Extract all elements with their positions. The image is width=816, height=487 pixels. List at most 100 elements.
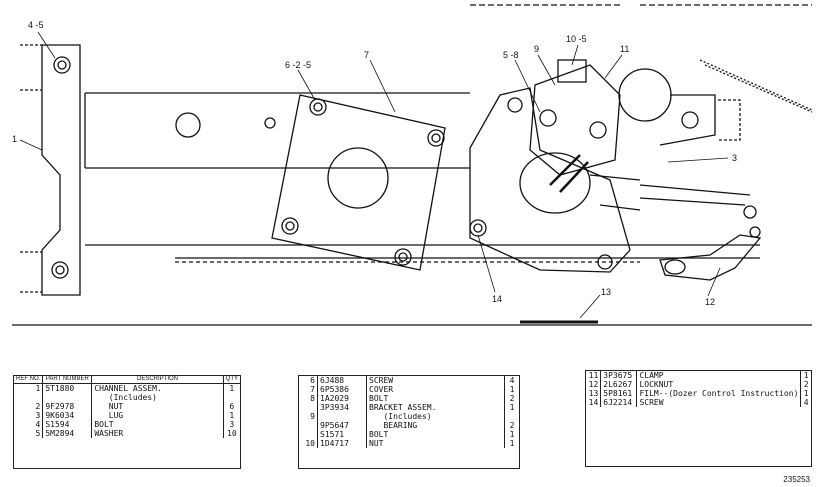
callout-5-8: 5 -8 [503, 50, 519, 60]
cell-desc: NUT [366, 439, 505, 448]
cell-desc: BRACKET ASSEM. [366, 403, 505, 412]
cell-qty: 2 [509, 394, 515, 403]
cell-qty: 1 [509, 439, 515, 448]
cell-qty: 1 [229, 411, 235, 420]
cell-qty: 4 [509, 376, 515, 385]
cell-part: 1D4717 [317, 439, 367, 448]
lever [659, 234, 762, 281]
cell-desc: SCREW [366, 376, 505, 385]
cell-qty: 1 [803, 389, 809, 398]
cell-qty: 1 [803, 371, 809, 380]
cell-ref: 14 [586, 398, 602, 407]
callout-9: 9 [534, 44, 539, 54]
cell-qty: 1 [509, 403, 515, 412]
drawing-number: 235253 [783, 475, 810, 484]
callout-3: 3 [732, 153, 737, 163]
cell-desc: FILM--(Dozer Control Instruction) [636, 389, 802, 398]
cell-part: 9K6034 [42, 411, 93, 420]
cell-ref: 10 [299, 439, 318, 448]
cell-ref: 6 [299, 376, 318, 385]
cell-ref: 11 [586, 371, 602, 380]
cell-desc: LUG [91, 411, 224, 420]
cell-part: 6J2214 [600, 398, 638, 407]
callout-4-5: 4 -5 [28, 20, 44, 30]
cell-part [42, 393, 93, 402]
cell-ref [299, 403, 318, 412]
cell-desc: BEARING [366, 421, 505, 430]
cell-ref [299, 421, 318, 430]
cell-part: 9P5647 [317, 421, 367, 430]
callout-7: 7 [364, 50, 369, 60]
cell-part: 1A2029 [317, 394, 367, 403]
header-part: PART NUMBER [42, 376, 93, 384]
cell-ref: 8 [299, 394, 318, 403]
cell-desc: LOCKNUT [636, 380, 802, 389]
callout-13: 13 [601, 287, 611, 297]
cell-part: 9F2978 [42, 402, 93, 411]
cell-ref: 4 [14, 420, 44, 429]
cell-part [317, 412, 367, 421]
cell-part: S1571 [317, 430, 367, 439]
cell-qty [505, 412, 520, 421]
callout-1: 1 [12, 134, 17, 144]
cell-desc: (Includes) [91, 393, 224, 402]
cell-desc: BOLT [366, 394, 505, 403]
cell-ref: 5 [14, 429, 44, 438]
cell-part: S1594 [42, 420, 93, 429]
cell-part: 6J488 [317, 376, 367, 385]
channel-lower-line [85, 244, 760, 259]
table-row: (Includes) [14, 393, 240, 402]
cell-desc: CLAMP [636, 371, 802, 380]
cell-part: 3P3934 [317, 403, 367, 412]
cell-ref: 1 [14, 383, 44, 393]
bracket-assembly [469, 87, 631, 273]
cell-qty: 2 [803, 380, 809, 389]
cell-part: 5T1880 [42, 383, 93, 393]
cell-ref: 2 [14, 402, 44, 411]
cell-qty: 10 [227, 429, 237, 438]
callout-11: 11 [620, 44, 629, 54]
cell-part: 5M2894 [42, 429, 93, 438]
parts-diagram: 4 -5 1 6 -2 -5 7 5 -8 9 10 -5 11 3 14 13… [12, 4, 813, 326]
cell-desc: COVER [366, 385, 505, 394]
header-qty: QTY [223, 376, 240, 384]
cell-qty: 3 [229, 420, 235, 429]
header-desc: DESCRIPTION [91, 376, 224, 384]
callout-10-5: 10 -5 [566, 34, 587, 44]
cell-ref [14, 393, 44, 402]
cell-ref: 7 [299, 385, 318, 394]
cell-qty [223, 393, 240, 402]
cell-desc: BOLT [91, 420, 224, 429]
cell-part: 6P5386 [317, 385, 367, 394]
left-mount-plate [41, 44, 81, 296]
cell-ref: 13 [586, 389, 602, 398]
channel-bar [84, 92, 470, 169]
header-ref: REF NO. [14, 376, 44, 384]
cell-qty: 1 [509, 385, 515, 394]
cell-ref [299, 430, 318, 439]
cell-part: 5P8161 [600, 389, 638, 398]
cell-desc: SCREW [636, 398, 802, 407]
cell-qty: 4 [803, 398, 809, 407]
cell-qty: 1 [229, 384, 235, 393]
cell-ref: 3 [14, 411, 44, 420]
cell-qty: 1 [509, 430, 515, 439]
cell-desc: BOLT [366, 430, 505, 439]
cell-qty: 6 [229, 402, 235, 411]
callout-14: 14 [492, 294, 502, 304]
callout-6-2-5: 6 -2 -5 [285, 60, 311, 70]
